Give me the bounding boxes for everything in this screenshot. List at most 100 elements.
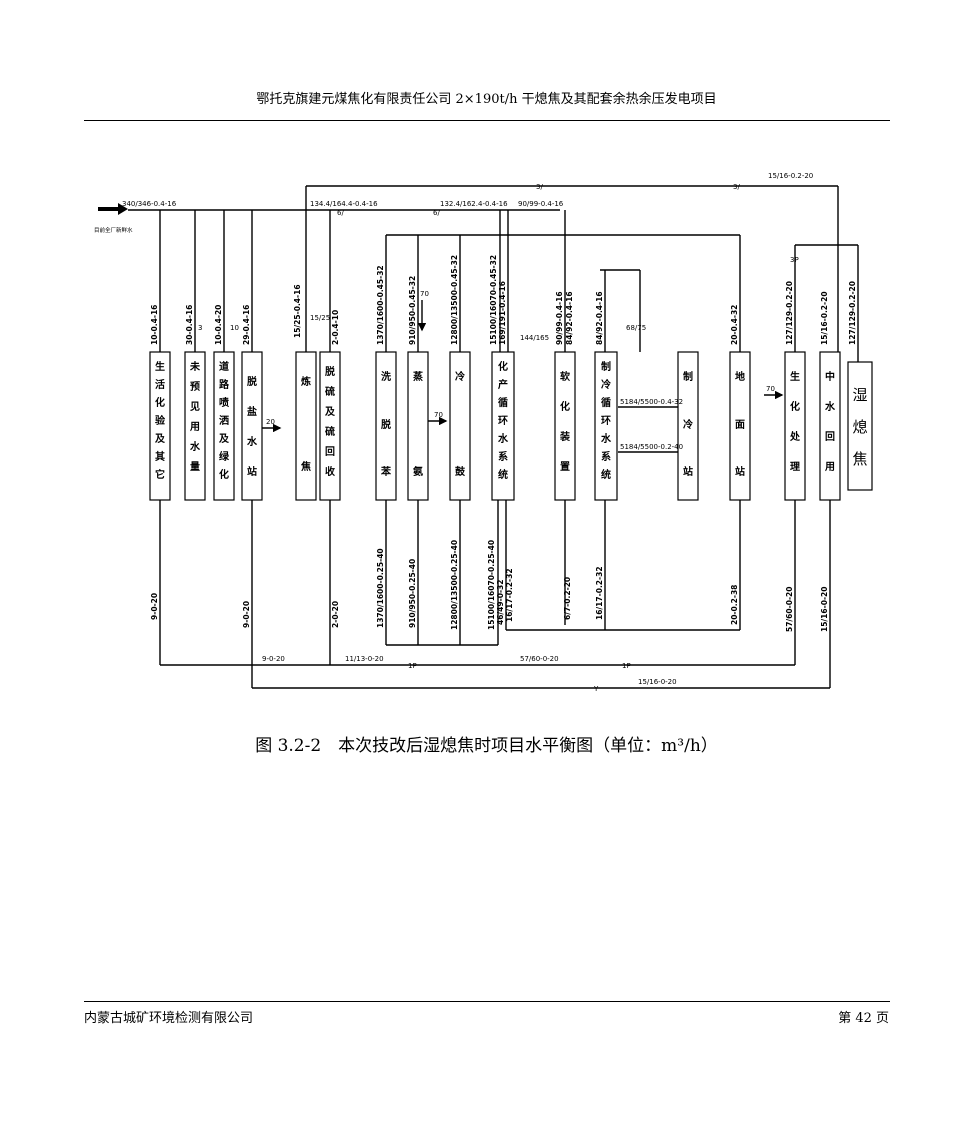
svg-text:16/17-0.2-32: 16/17-0.2-32 bbox=[595, 566, 604, 620]
svg-text:道: 道 bbox=[219, 360, 229, 373]
svg-text:熄: 熄 bbox=[852, 418, 867, 436]
svg-text:10-0.4-16: 10-0.4-16 bbox=[150, 305, 159, 345]
svg-text:站: 站 bbox=[247, 465, 257, 478]
svg-text:12800/13500-0.45-32: 12800/13500-0.45-32 bbox=[450, 255, 459, 345]
svg-text:用: 用 bbox=[824, 461, 835, 473]
svg-text:冷: 冷 bbox=[455, 370, 465, 383]
unit-debenzolization: 洗 脱 苯 bbox=[375, 351, 397, 501]
svg-text:洗: 洗 bbox=[381, 370, 391, 383]
svg-text:冷: 冷 bbox=[601, 378, 611, 391]
svg-text:29-0.4-16: 29-0.4-16 bbox=[242, 305, 251, 345]
svg-text:硫: 硫 bbox=[325, 385, 335, 398]
svg-text:15/25-0.4-16: 15/25-0.4-16 bbox=[293, 284, 302, 338]
footer-page-number: 第 42 页 bbox=[838, 1011, 889, 1026]
svg-text:绿: 绿 bbox=[219, 450, 230, 463]
svg-text:90/99-0.4-16: 90/99-0.4-16 bbox=[555, 291, 564, 345]
svg-text:127/129-0.2-20: 127/129-0.2-20 bbox=[848, 281, 857, 345]
svg-text:处: 处 bbox=[789, 430, 801, 443]
source-label: 目前全厂新鲜水 bbox=[94, 226, 133, 234]
svg-text:16/17-0.2-32: 16/17-0.2-32 bbox=[505, 568, 514, 622]
svg-text:6/: 6/ bbox=[337, 209, 344, 217]
svg-text:生: 生 bbox=[790, 370, 800, 383]
svg-text:15/16-0-20: 15/16-0-20 bbox=[820, 587, 829, 633]
svg-text:环: 环 bbox=[601, 415, 611, 427]
header-title: 鄂托克旗建元煤焦化有限责任公司 2×190t/h 干熄焦及其配套余热余压发电项目 bbox=[256, 92, 717, 107]
unit-softening: 软 化 装 置 bbox=[554, 351, 576, 501]
pipe-lines bbox=[98, 185, 859, 689]
svg-text:见: 见 bbox=[190, 401, 200, 413]
svg-text:10: 10 bbox=[230, 324, 239, 332]
svg-text:127/129-0.2-20: 127/129-0.2-20 bbox=[785, 281, 794, 345]
svg-text:环: 环 bbox=[498, 415, 508, 427]
svg-text:量: 量 bbox=[190, 460, 200, 473]
svg-text:30-0.4-16: 30-0.4-16 bbox=[185, 305, 194, 345]
vertical-flow-labels-bottom: 9-0-20 9-0-20 2-0-20 1370/1600-0.25-40 9… bbox=[150, 540, 829, 632]
svg-text:3/: 3/ bbox=[536, 183, 543, 191]
svg-text:制: 制 bbox=[683, 370, 693, 383]
svg-text:水: 水 bbox=[497, 432, 509, 445]
svg-text:15/16-0-20: 15/16-0-20 bbox=[638, 678, 677, 686]
svg-text:产: 产 bbox=[498, 378, 508, 391]
unit-desalination: 脱 盐 水 站 bbox=[241, 351, 263, 501]
svg-text:20-0.4-32: 20-0.4-32 bbox=[730, 305, 739, 345]
svg-text:2-0-20: 2-0-20 bbox=[331, 601, 340, 628]
svg-text:装: 装 bbox=[559, 430, 570, 443]
svg-text:制: 制 bbox=[601, 360, 611, 373]
svg-text:验: 验 bbox=[155, 414, 166, 427]
svg-text:6/7-0.2-20: 6/7-0.2-20 bbox=[563, 577, 572, 620]
svg-text:132.4/162.4-0.4-16: 132.4/162.4-0.4-16 bbox=[440, 200, 508, 208]
svg-text:15100/16070-0.45-32: 15100/16070-0.45-32 bbox=[489, 255, 498, 345]
process-units: 生 活 化 验 及 其 它 未 预 见 用 水 量 道 路 喷 洒 及 绿 化 bbox=[149, 351, 873, 501]
svg-text:喷: 喷 bbox=[219, 396, 229, 409]
svg-text:46/49-0-32: 46/49-0-32 bbox=[496, 580, 505, 626]
svg-text:水: 水 bbox=[600, 432, 612, 445]
svg-text:Y: Y bbox=[593, 685, 599, 693]
unit-coking: 炼 焦 bbox=[295, 351, 317, 501]
svg-text:84/92-0.4-16: 84/92-0.4-16 bbox=[595, 291, 604, 345]
svg-text:化: 化 bbox=[560, 400, 570, 413]
svg-text:90/99-0.4-16: 90/99-0.4-16 bbox=[518, 200, 564, 208]
svg-text:用: 用 bbox=[189, 421, 200, 433]
svg-text:水: 水 bbox=[189, 440, 201, 453]
unit-wet-quenching: 湿 熄 焦 bbox=[847, 361, 873, 491]
header-divider bbox=[84, 120, 890, 121]
svg-text:苯: 苯 bbox=[380, 465, 392, 478]
svg-text:理: 理 bbox=[790, 461, 800, 473]
unit-biochemical-treatment: 生 化 处 理 bbox=[784, 351, 806, 501]
svg-text:系: 系 bbox=[601, 450, 611, 463]
unit-refrigeration-circulation: 制 冷 循 环 水 系 统 bbox=[594, 351, 618, 501]
svg-text:循: 循 bbox=[498, 396, 508, 409]
svg-text:134.4/164.4-0.4-16: 134.4/164.4-0.4-16 bbox=[310, 200, 378, 208]
svg-text:3/: 3/ bbox=[733, 183, 740, 191]
svg-text:脱: 脱 bbox=[325, 365, 335, 378]
svg-text:5184/5500-0.2-40: 5184/5500-0.2-40 bbox=[620, 443, 683, 451]
svg-text:置: 置 bbox=[560, 461, 570, 473]
footer-divider bbox=[84, 1001, 890, 1002]
svg-text:统: 统 bbox=[498, 468, 508, 481]
svg-text:它: 它 bbox=[155, 468, 165, 481]
unit-refrigeration-station: 制 冷 站 bbox=[677, 351, 699, 501]
svg-text:12800/13500-0.25-40: 12800/13500-0.25-40 bbox=[450, 540, 459, 630]
svg-text:84/92-0.4-16: 84/92-0.4-16 bbox=[565, 291, 574, 345]
svg-text:蒸: 蒸 bbox=[413, 370, 423, 383]
svg-text:中: 中 bbox=[825, 370, 835, 383]
svg-text:系: 系 bbox=[498, 450, 508, 463]
svg-text:活: 活 bbox=[155, 378, 165, 391]
svg-text:脱: 脱 bbox=[381, 418, 391, 431]
svg-text:20: 20 bbox=[266, 418, 275, 426]
svg-text:5184/5500-0.4-32: 5184/5500-0.4-32 bbox=[620, 398, 683, 406]
svg-text:3P: 3P bbox=[790, 256, 799, 264]
svg-text:及: 及 bbox=[325, 406, 336, 418]
svg-text:脱: 脱 bbox=[247, 375, 257, 388]
svg-text:68/75: 68/75 bbox=[626, 324, 646, 332]
unit-road-greening: 道 路 喷 洒 及 绿 化 bbox=[213, 351, 235, 501]
svg-text:9-0-20: 9-0-20 bbox=[242, 601, 251, 628]
svg-text:144/165: 144/165 bbox=[520, 334, 549, 342]
svg-text:及: 及 bbox=[155, 433, 166, 445]
svg-text:化: 化 bbox=[498, 360, 508, 373]
svg-text:15/16-0.2-20: 15/16-0.2-20 bbox=[820, 291, 829, 345]
svg-text:统: 统 bbox=[601, 468, 611, 481]
unit-ground-station: 地 面 站 bbox=[729, 351, 751, 501]
svg-text:9-0-20: 9-0-20 bbox=[150, 593, 159, 620]
